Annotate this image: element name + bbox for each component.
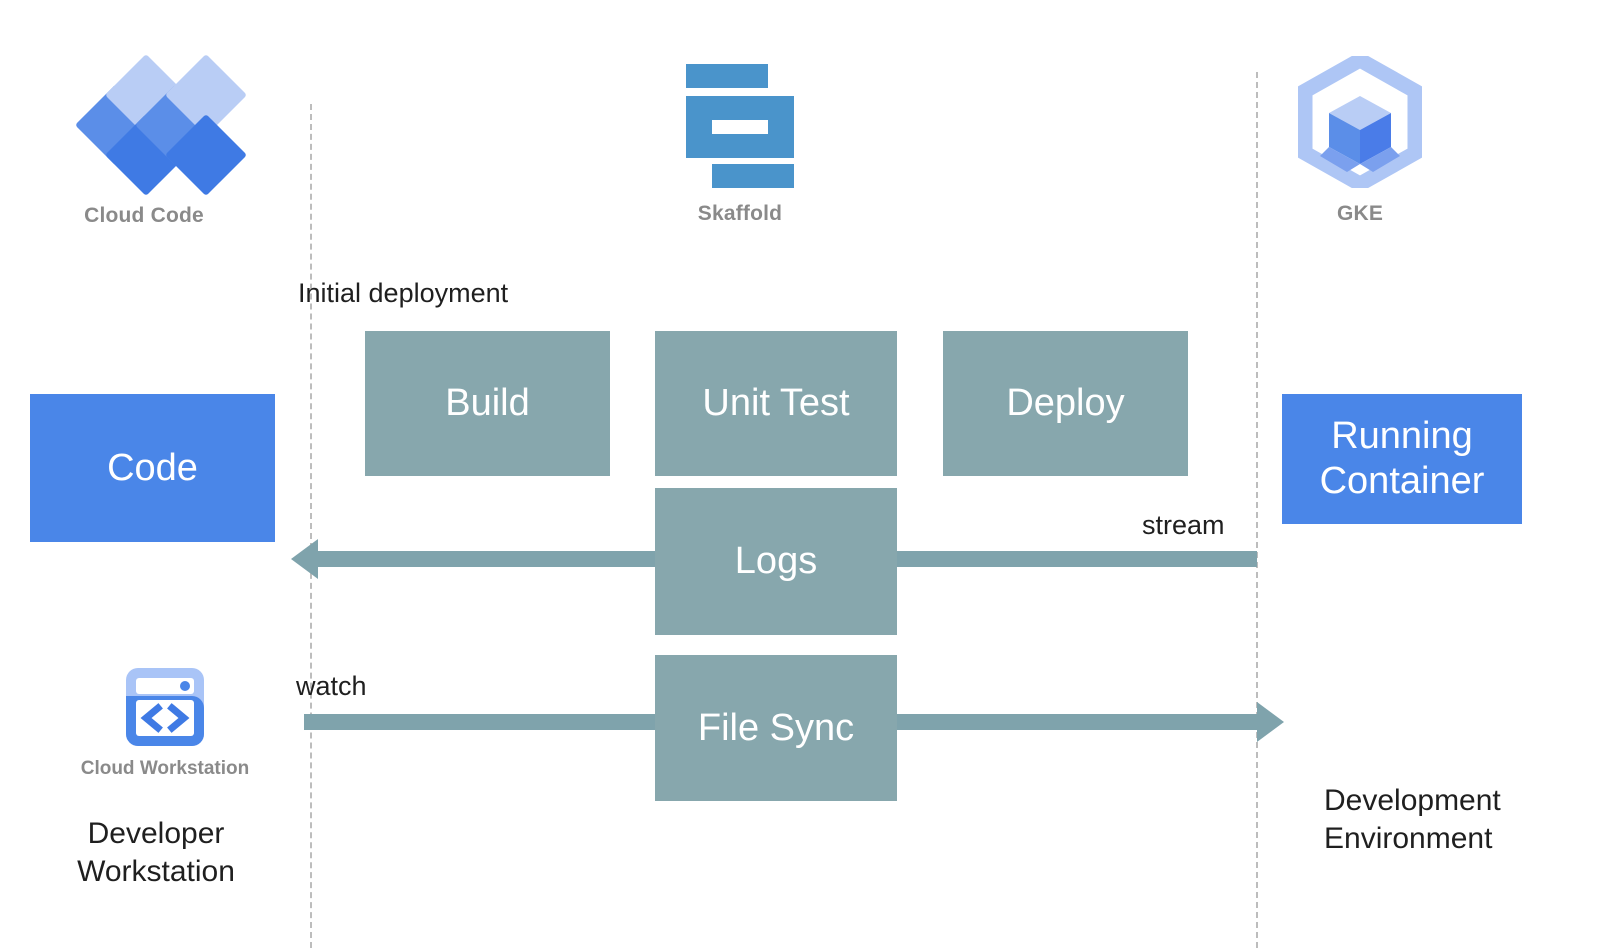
logo-cloud-workstation: Cloud Workstation — [60, 664, 270, 780]
box-logs-label: Logs — [734, 540, 818, 582]
boundary-line-left — [310, 104, 312, 948]
logo-gke: GKE — [1270, 51, 1450, 226]
box-running-container-label: Running Container — [1319, 415, 1485, 502]
box-deploy[interactable]: Deploy — [943, 331, 1188, 476]
logo-caption-gke: GKE — [1336, 202, 1384, 225]
label-stream: stream — [1142, 510, 1225, 540]
box-unit-test[interactable]: Unit Test — [655, 331, 897, 476]
label-developer-workstation: Developer Workstation — [77, 817, 235, 889]
label-initial-deployment: Initial deployment — [298, 278, 509, 308]
box-deploy-label: Deploy — [1006, 382, 1125, 424]
logs-arrow-head-left — [291, 539, 318, 579]
cloud-workstation-icon — [122, 664, 208, 750]
box-unit-test-label: Unit Test — [702, 382, 850, 424]
box-code[interactable]: Code — [30, 394, 275, 542]
box-file-sync[interactable]: File Sync — [655, 655, 897, 801]
box-running-container[interactable]: Running Container — [1282, 394, 1522, 524]
boundary-line-right — [1256, 72, 1258, 948]
file-sync-arrow-head-right — [1257, 702, 1284, 742]
skaffold-icon — [680, 60, 800, 190]
box-logs[interactable]: Logs — [655, 488, 897, 635]
label-development-environment: Development Environment — [1324, 784, 1501, 856]
logo-cloud-code: Cloud Code — [44, 53, 248, 228]
box-build-label: Build — [445, 382, 530, 424]
cloud-code-icon — [64, 53, 248, 197]
logo-caption-cloud-workstation: Cloud Workstation — [80, 758, 250, 779]
box-build[interactable]: Build — [365, 331, 610, 476]
logo-skaffold: Skaffold — [640, 60, 840, 226]
box-code-label: Code — [107, 446, 198, 489]
label-watch: watch — [296, 671, 367, 701]
logo-caption-cloud-code: Cloud Code — [84, 204, 204, 227]
gke-icon — [1297, 51, 1423, 193]
logo-caption-skaffold: Skaffold — [697, 202, 783, 225]
box-file-sync-label: File Sync — [697, 706, 855, 749]
